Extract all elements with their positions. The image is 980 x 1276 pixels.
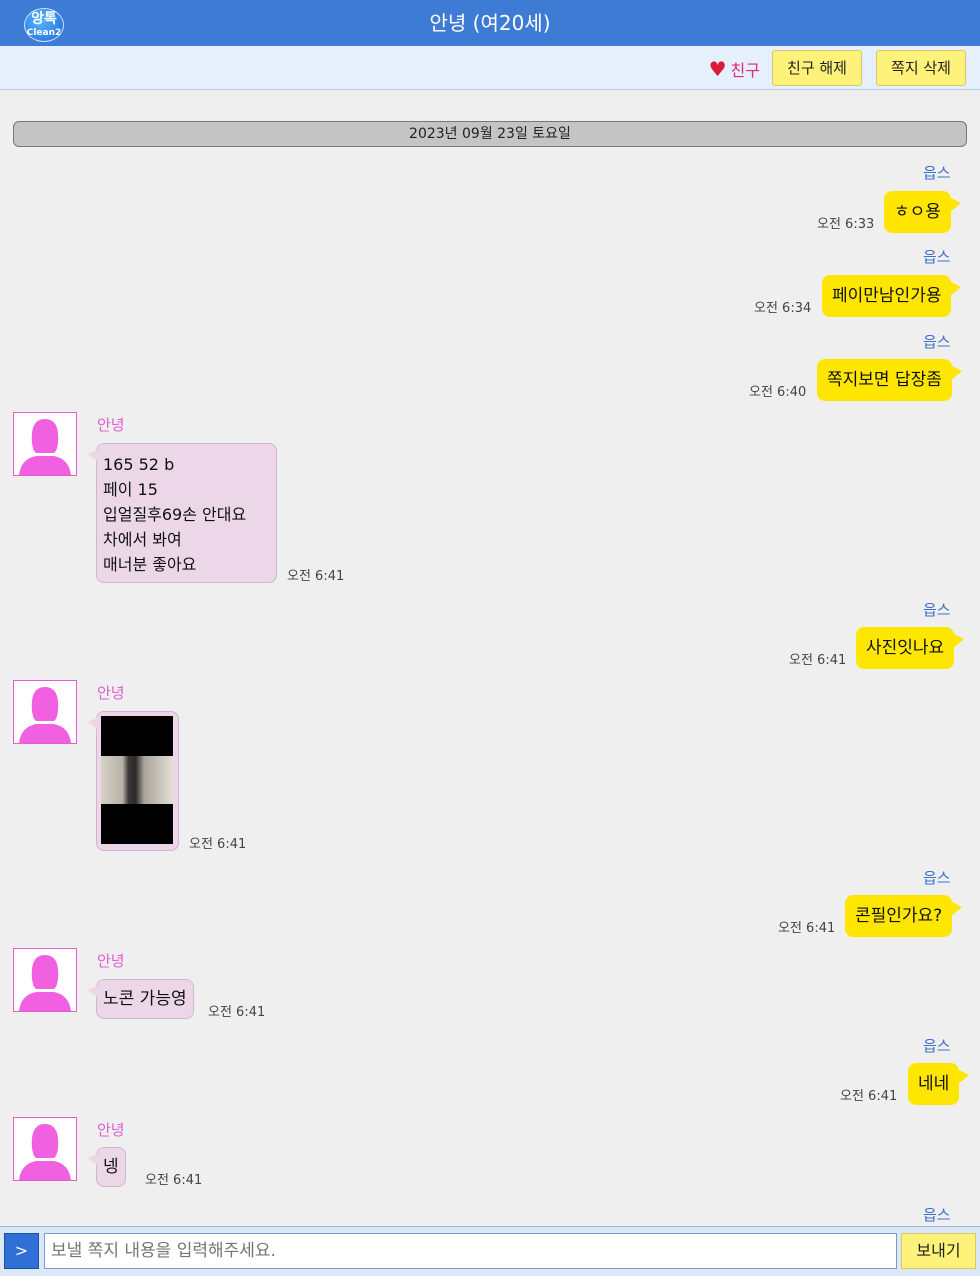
sender-name: 안녕 [97, 952, 125, 970]
sender-name: 읍스 [923, 869, 951, 887]
message-line: 매너분 좋아요 [103, 555, 197, 574]
my-message-bubble[interactable]: 페이만남인가용 [822, 275, 963, 317]
sender-name: 읍스 [923, 333, 951, 351]
avatar[interactable] [13, 948, 77, 1012]
message-time: 오전 6:41 [189, 837, 247, 852]
app-logo: 앙톡 Clean2 [24, 8, 64, 42]
toolbar: ♥친구 친구 해제 쪽지 삭제 [0, 46, 980, 90]
sender-name: 읍스 [923, 248, 951, 266]
message-time: 오전 6:41 [145, 1173, 203, 1188]
sender-name: 안녕 [97, 684, 125, 702]
message-time: 오전 6:33 [817, 217, 875, 232]
my-message-bubble[interactable]: 콘필인가요? [845, 895, 963, 937]
message-time: 오전 6:41 [208, 1005, 266, 1020]
my-message-bubble[interactable]: 네네 [908, 1063, 970, 1105]
heart-icon: ♥ [708, 57, 727, 81]
sender-name: 안녕 [97, 1121, 125, 1139]
message-composer: > 보내기 [0, 1226, 980, 1276]
unfriend-button[interactable]: 친구 해제 [772, 50, 862, 86]
my-message-bubble[interactable]: 쪽지보면 답장좀 [817, 359, 962, 401]
message-line: 입얼질후69손 안대요 [103, 505, 247, 524]
message-time: 오전 6:41 [778, 921, 836, 936]
photo-image [101, 756, 173, 804]
sender-name: 읍스 [923, 1037, 951, 1055]
avatar[interactable] [13, 680, 77, 744]
friend-status: ♥친구 [709, 57, 760, 81]
logo-text: 앙톡 [31, 11, 57, 27]
sender-name: 읍스 [923, 601, 951, 619]
message-line: 페이 15 [103, 480, 158, 499]
message-time: 오전 6:41 [840, 1089, 898, 1104]
send-button[interactable]: 보내기 [901, 1233, 976, 1269]
avatar[interactable] [13, 412, 77, 476]
title-bar: 앙톡 Clean2 안녕 (여20세) [0, 0, 980, 46]
message-line: 165 52 b [103, 455, 175, 474]
sender-name: 읍스 [923, 164, 951, 182]
logo-subtext: Clean2 [26, 28, 62, 38]
photo-thumbnail[interactable] [101, 716, 173, 844]
their-message-bubble[interactable]: 넹 [88, 1147, 126, 1187]
sender-name: 읍스 [923, 1206, 951, 1224]
my-message-bubble[interactable]: ㅎㅇ용 [884, 191, 961, 233]
message-line: 차에서 봐여 [103, 530, 182, 549]
delete-message-button[interactable]: 쪽지 삭제 [876, 50, 966, 86]
expand-button[interactable]: > [4, 1233, 39, 1269]
my-message-bubble[interactable]: 사진잇나요 [856, 627, 965, 669]
sender-name: 안녕 [97, 416, 125, 434]
message-input[interactable] [44, 1233, 897, 1269]
avatar[interactable] [13, 1117, 77, 1181]
message-time: 오전 6:34 [754, 301, 812, 316]
their-message-bubble[interactable]: 노콘 가능영 [88, 979, 194, 1019]
female-avatar-icon [19, 955, 71, 1011]
female-avatar-icon [19, 687, 71, 743]
chat-title: 안녕 (여20세) [429, 11, 551, 35]
their-message-bubble[interactable]: 165 52 b 페이 15 입얼질후69손 안대요 차에서 봐여 매너분 좋아… [88, 443, 277, 583]
message-time: 오전 6:41 [789, 653, 847, 668]
female-avatar-icon [19, 419, 71, 475]
friend-label: 친구 [730, 61, 760, 80]
message-time: 오전 6:40 [749, 385, 807, 400]
female-avatar-icon [19, 1124, 71, 1180]
date-divider: 2023년 09월 23일 토요일 [13, 121, 967, 147]
message-time: 오전 6:41 [287, 569, 345, 584]
